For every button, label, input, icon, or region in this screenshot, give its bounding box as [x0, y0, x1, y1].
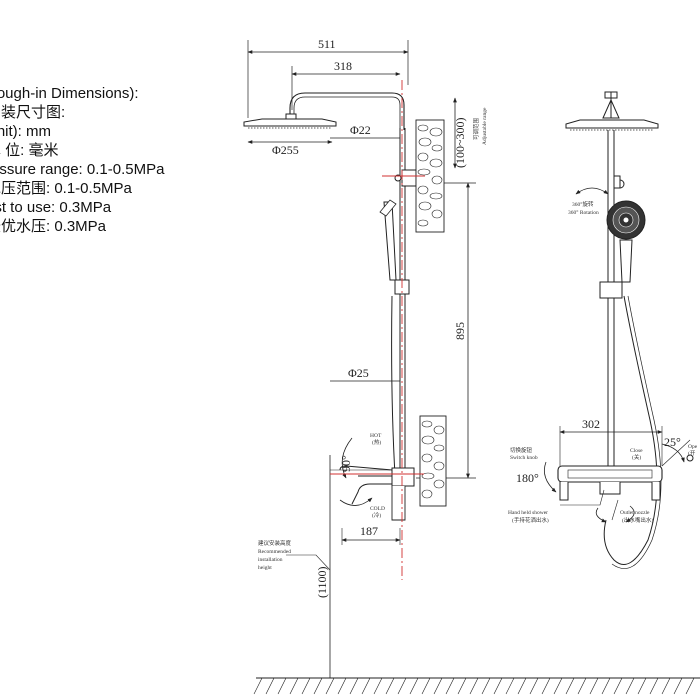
label-close-cn: (关): [632, 453, 641, 461]
dim-outlet-width: 187: [360, 524, 378, 538]
dim-install-height: (1100): [315, 566, 329, 598]
dim-rotation-angle: 90°: [339, 455, 353, 472]
spec-pressure-range-cn: 水压范围: 0.1-0.5MPa: [0, 180, 132, 197]
dim-pipe-diameter-top: Φ22: [350, 123, 371, 137]
dim-open-angle: 25°: [664, 435, 681, 449]
spec-unit-cn: 单 位: 毫米: [0, 142, 59, 159]
dim-riser-height: 895: [453, 322, 467, 340]
spec-rough-in-title-cn: 安装尺寸图:: [0, 104, 66, 121]
label-rotation-cn: 360°旋转: [572, 200, 594, 208]
red-center-lines: [330, 80, 425, 580]
label-close-en: Close: [630, 448, 643, 454]
label-outlet-cn: (出水嘴出水): [622, 516, 653, 524]
label-outlet-en: Outlet nozzle: [620, 510, 650, 516]
spec-text-block: Rough-in Dimensions): 安装尺寸图: Unit): mm 单…: [0, 84, 164, 236]
floor-hatch: [253, 677, 700, 695]
dim-overall-width: 511: [318, 37, 336, 51]
label-switch-en: Switch knob: [510, 455, 538, 461]
label-install-en-3: height: [258, 565, 272, 571]
label-open-en: Ope: [688, 444, 698, 450]
label-rotation-en: 360° Rotation: [568, 209, 599, 216]
spec-pressure-range: ressure range: 0.1-0.5MPa: [0, 161, 165, 178]
dim-mixer-width: 302: [582, 417, 600, 431]
front-view: [543, 91, 694, 569]
label-install-en-1: Recommended: [258, 549, 291, 555]
dim-switch-angle: 180°: [516, 471, 539, 485]
label-open-cn: (开: [688, 450, 696, 457]
dim-arm-length: 318: [334, 59, 352, 73]
label-hot-cn: (热): [372, 438, 381, 446]
label-hand-shower-cn: (手持花洒出水): [512, 516, 549, 524]
label-cold: COLD: [370, 506, 385, 512]
label-switch-cn: 切换旋钮: [510, 446, 533, 454]
label-cold-cn: (冷): [372, 511, 381, 519]
label-adjustable-cn: 可调范围: [472, 117, 480, 140]
label-install-en-2: installation: [258, 557, 283, 563]
label-install-cn: 建议安装高度: [258, 539, 292, 547]
label-hot: HOT: [370, 433, 382, 439]
spec-rough-in-title: Rough-in Dimensions):: [0, 85, 139, 102]
spec-best-pressure-cn: 最优水压: 0.3MPa: [0, 218, 107, 235]
spec-unit: Unit): mm: [0, 123, 51, 140]
label-adjustable-en: Adjustable range: [482, 107, 488, 145]
dim-head-diameter: Φ255: [272, 143, 299, 157]
spec-best-pressure: est to use: 0.3MPa: [0, 199, 112, 216]
dim-pipe-diameter-bottom: Φ25: [348, 366, 369, 380]
label-hand-shower-en: Hand held shower: [508, 510, 548, 516]
dim-adjustable-range: (100~300): [453, 118, 467, 168]
